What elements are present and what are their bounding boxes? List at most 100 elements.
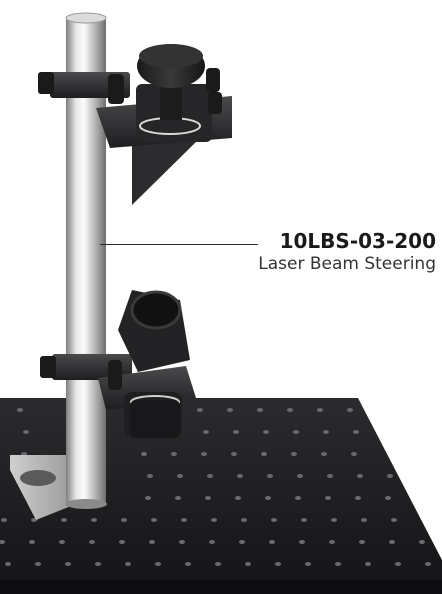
breadboard-hole [59,540,65,544]
breadboard-hole [5,562,11,566]
breadboard-hole [1,518,7,522]
breadboard-hole [269,540,275,544]
breadboard-hole [145,496,151,500]
breadboard-hole [141,452,147,456]
breadboard-hole [299,540,305,544]
breadboard-hole [151,518,157,522]
breadboard-hole [95,562,101,566]
post-bottom [65,499,107,509]
lower-screw [108,360,122,390]
breadboard-hole [361,518,367,522]
breadboard-hole [323,430,329,434]
product-callout: 10LBS-03-200 Laser Beam Steering [258,229,436,275]
product-description: Laser Beam Steering [258,254,436,274]
breadboard-hole [389,540,395,544]
breadboard-hole [29,540,35,544]
breadboard-hole [257,408,263,412]
upper-knob-stem [160,80,182,120]
breadboard-hole [205,496,211,500]
breadboard-hole [23,430,29,434]
breadboard-hole [177,474,183,478]
breadboard-hole [275,562,281,566]
breadboard-hole [245,562,251,566]
breadboard-hole [149,540,155,544]
breadboard-hole [265,496,271,500]
breadboard-hole [185,562,191,566]
breadboard-hole [237,474,243,478]
breadboard-hole [295,496,301,500]
post-base-slot [20,470,56,486]
lower-mirror [130,290,182,330]
optical-post [66,18,106,506]
breadboard-hole [261,452,267,456]
breadboard-hole [329,540,335,544]
breadboard-hole [321,452,327,456]
breadboard-hole [325,496,331,500]
breadboard-hole [425,562,431,566]
breadboard-hole [359,540,365,544]
breadboard-hole [121,518,127,522]
callout-leader-line [100,244,258,245]
breadboard-hole [201,452,207,456]
breadboard-hole [305,562,311,566]
breadboard-hole [241,518,247,522]
breadboard-hole [267,474,273,478]
breadboard-hole [357,474,363,478]
breadboard-hole [211,518,217,522]
breadboard-hole [209,540,215,544]
breadboard-hole [17,408,23,412]
breadboard-hole [263,430,269,434]
upper-side-screw [108,74,124,104]
breadboard-hole [61,518,67,522]
breadboard-hole [175,496,181,500]
breadboard-hole [171,452,177,456]
breadboard-hole [353,430,359,434]
breadboard-hole [347,408,353,412]
breadboard-hole [147,474,153,478]
upper-knob-top [139,44,203,68]
breadboard-hole [0,540,5,544]
breadboard-holes [0,408,431,566]
breadboard-hole [355,496,361,500]
breadboard-hole [207,474,213,478]
breadboard-hole [119,540,125,544]
breadboard-hole [181,518,187,522]
breadboard-hole [293,430,299,434]
breadboard-hole [233,430,239,434]
breadboard-hole [331,518,337,522]
breadboard-hole [197,408,203,412]
breadboard-hole [239,540,245,544]
breadboard-hole [327,474,333,478]
upper-mirror-wedge [132,140,198,205]
breadboard-edge [0,580,442,594]
breadboard-hole [419,540,425,544]
breadboard-hole [291,452,297,456]
breadboard-hole [391,518,397,522]
breadboard-hole [365,562,371,566]
breadboard-hole [203,430,209,434]
breadboard-hole [335,562,341,566]
breadboard-hole [89,540,95,544]
post-top [65,12,107,24]
breadboard-hole [287,408,293,412]
breadboard-hole [215,562,221,566]
breadboard-hole [235,496,241,500]
breadboard-hole [385,496,391,500]
breadboard-hole [317,408,323,412]
lower-clamp-screw [40,356,56,378]
breadboard-hole [271,518,277,522]
breadboard-hole [155,562,161,566]
breadboard-hole [227,408,233,412]
breadboard-hole [387,474,393,478]
breadboard-hole [65,562,71,566]
lower-barrel [130,400,180,438]
product-model-number: 10LBS-03-200 [279,229,436,253]
upper-side-screw-right-2 [208,92,222,114]
breadboard-hole [297,474,303,478]
breadboard-hole [395,562,401,566]
breadboard-hole [125,562,131,566]
upper-clamp-screw [38,72,54,94]
breadboard-hole [351,452,357,456]
